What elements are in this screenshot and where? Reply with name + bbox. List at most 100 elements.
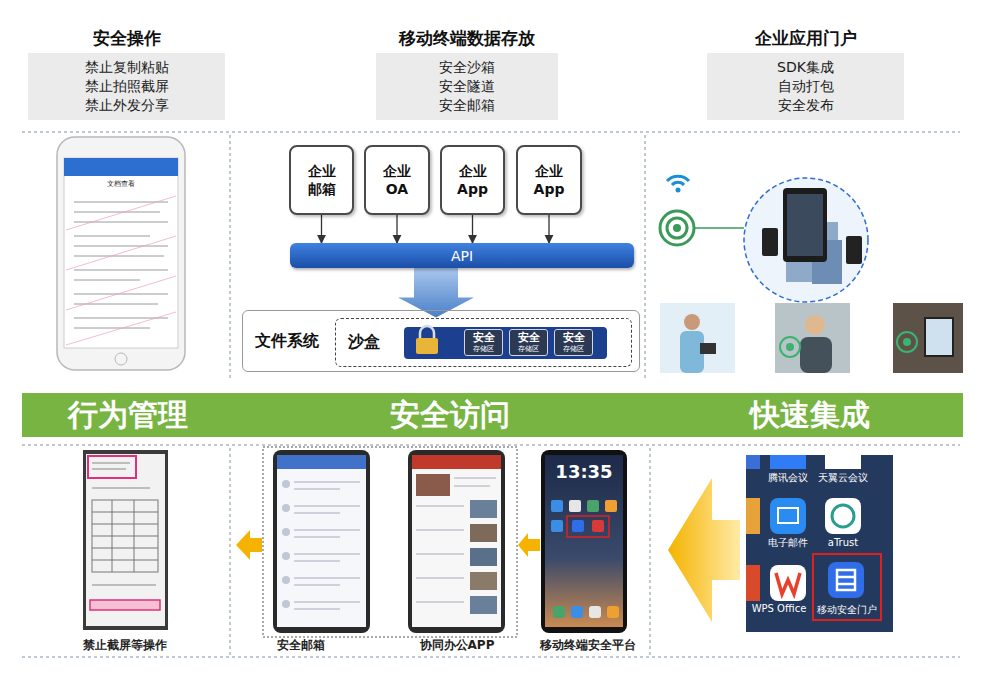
phone (762, 228, 778, 256)
flow-arrow (518, 533, 540, 557)
atrust-logo (832, 505, 854, 527)
text-line (294, 609, 340, 610)
phone-screen (277, 455, 366, 627)
table-line (92, 548, 158, 549)
phone-screen (64, 158, 178, 348)
api-label: API (451, 248, 473, 264)
text-line (92, 463, 130, 464)
text-line (74, 212, 160, 213)
text-line (294, 482, 360, 483)
highlight-box (88, 456, 136, 478)
text-line (416, 554, 464, 555)
phone-body (57, 137, 185, 370)
app-screenshot (746, 455, 893, 632)
storage-box: 安全存储区 (554, 329, 593, 356)
building-circle (744, 178, 868, 302)
text-line (416, 530, 464, 531)
text-line (416, 506, 464, 507)
caption-label: 电子邮件 (768, 537, 808, 549)
app-header (412, 455, 501, 469)
highlight-box: 移动安全门户 (812, 553, 882, 621)
phone-body (273, 450, 370, 633)
storage-label: 安全 (518, 332, 540, 345)
list-panel: 禁止复制粘贴禁止拍照截屏禁止外发分享 (28, 53, 225, 120)
app-header (277, 455, 366, 469)
text-line (92, 585, 156, 586)
wifi-arc (672, 182, 684, 185)
phone-body (83, 450, 168, 630)
list-item: 自动打包 (711, 77, 900, 96)
caption-label: 文档查看 (107, 180, 135, 188)
app-icon (825, 455, 861, 469)
highlight-box (567, 516, 609, 537)
separator (645, 135, 646, 380)
news-image (470, 596, 497, 614)
tablet (925, 318, 953, 356)
link-line (695, 227, 744, 229)
nfc-target (660, 211, 694, 245)
list-panel: SDK集成自动打包安全发布 (707, 53, 904, 120)
app-header (64, 158, 178, 176)
caption-label: 移动终端安全平台 (540, 638, 636, 652)
news-image (470, 548, 497, 566)
storage-box: 安全存储区 (464, 329, 503, 356)
lock-shackle (420, 326, 434, 339)
separator (650, 448, 651, 655)
news-image (470, 572, 497, 590)
text-line (74, 256, 164, 257)
feature-panel: 移动终端数据存放安全沙箱安全隧道安全邮箱 (376, 25, 558, 120)
separator (22, 445, 960, 446)
app-icon (551, 520, 563, 532)
news-image (416, 474, 450, 496)
phone-body (408, 450, 505, 633)
avatar (282, 576, 290, 584)
lock-body (416, 338, 438, 354)
flow-arrow (668, 478, 740, 622)
system-box: 企业 OA (364, 145, 430, 215)
person-body (800, 337, 832, 373)
app-icon (770, 565, 806, 601)
portal-logo (837, 570, 855, 590)
watermark-line (66, 196, 176, 230)
enterprise-portal-illustration (660, 176, 963, 373)
envelope (778, 508, 798, 523)
avatar (282, 552, 290, 560)
list-item: 禁止外发分享 (32, 96, 221, 115)
text-line (294, 537, 340, 538)
separator (22, 132, 960, 133)
table-line (92, 512, 158, 513)
text-line (74, 222, 168, 223)
watermark-line (66, 312, 176, 345)
storage-bar (404, 327, 607, 359)
list-item: SDK集成 (711, 58, 900, 77)
caption-label: 腾讯会议 (768, 472, 808, 484)
container-label: 沙盒 (348, 332, 380, 353)
panel-heading: 企业应用门户 (707, 25, 904, 51)
nfc-target (903, 338, 911, 346)
avatar (282, 504, 290, 512)
connector-arrow (472, 215, 473, 243)
text-line (294, 602, 360, 603)
box-label: 企业 App (456, 162, 490, 198)
app-icon (746, 498, 760, 534)
news-image (470, 500, 497, 518)
storage-label: 安全 (563, 332, 585, 345)
connector-arrow (396, 215, 397, 243)
table-line (92, 560, 158, 561)
person-head (684, 314, 700, 330)
band-label: 行为管理 (68, 393, 188, 437)
separator (22, 657, 960, 658)
tablet-screen (787, 194, 823, 256)
photo (660, 303, 735, 373)
dock-icon (589, 606, 601, 618)
dock-icon (553, 606, 565, 618)
platform-phone (541, 450, 627, 633)
band-label: 安全访问 (390, 393, 510, 437)
band-label: 快速集成 (750, 393, 870, 437)
avatar (282, 528, 290, 536)
text-line (294, 489, 340, 490)
feature-panel: 安全操作禁止复制粘贴禁止拍照截屏禁止外发分享 (28, 25, 225, 120)
api-bar: API (290, 243, 634, 268)
photo (893, 303, 963, 373)
